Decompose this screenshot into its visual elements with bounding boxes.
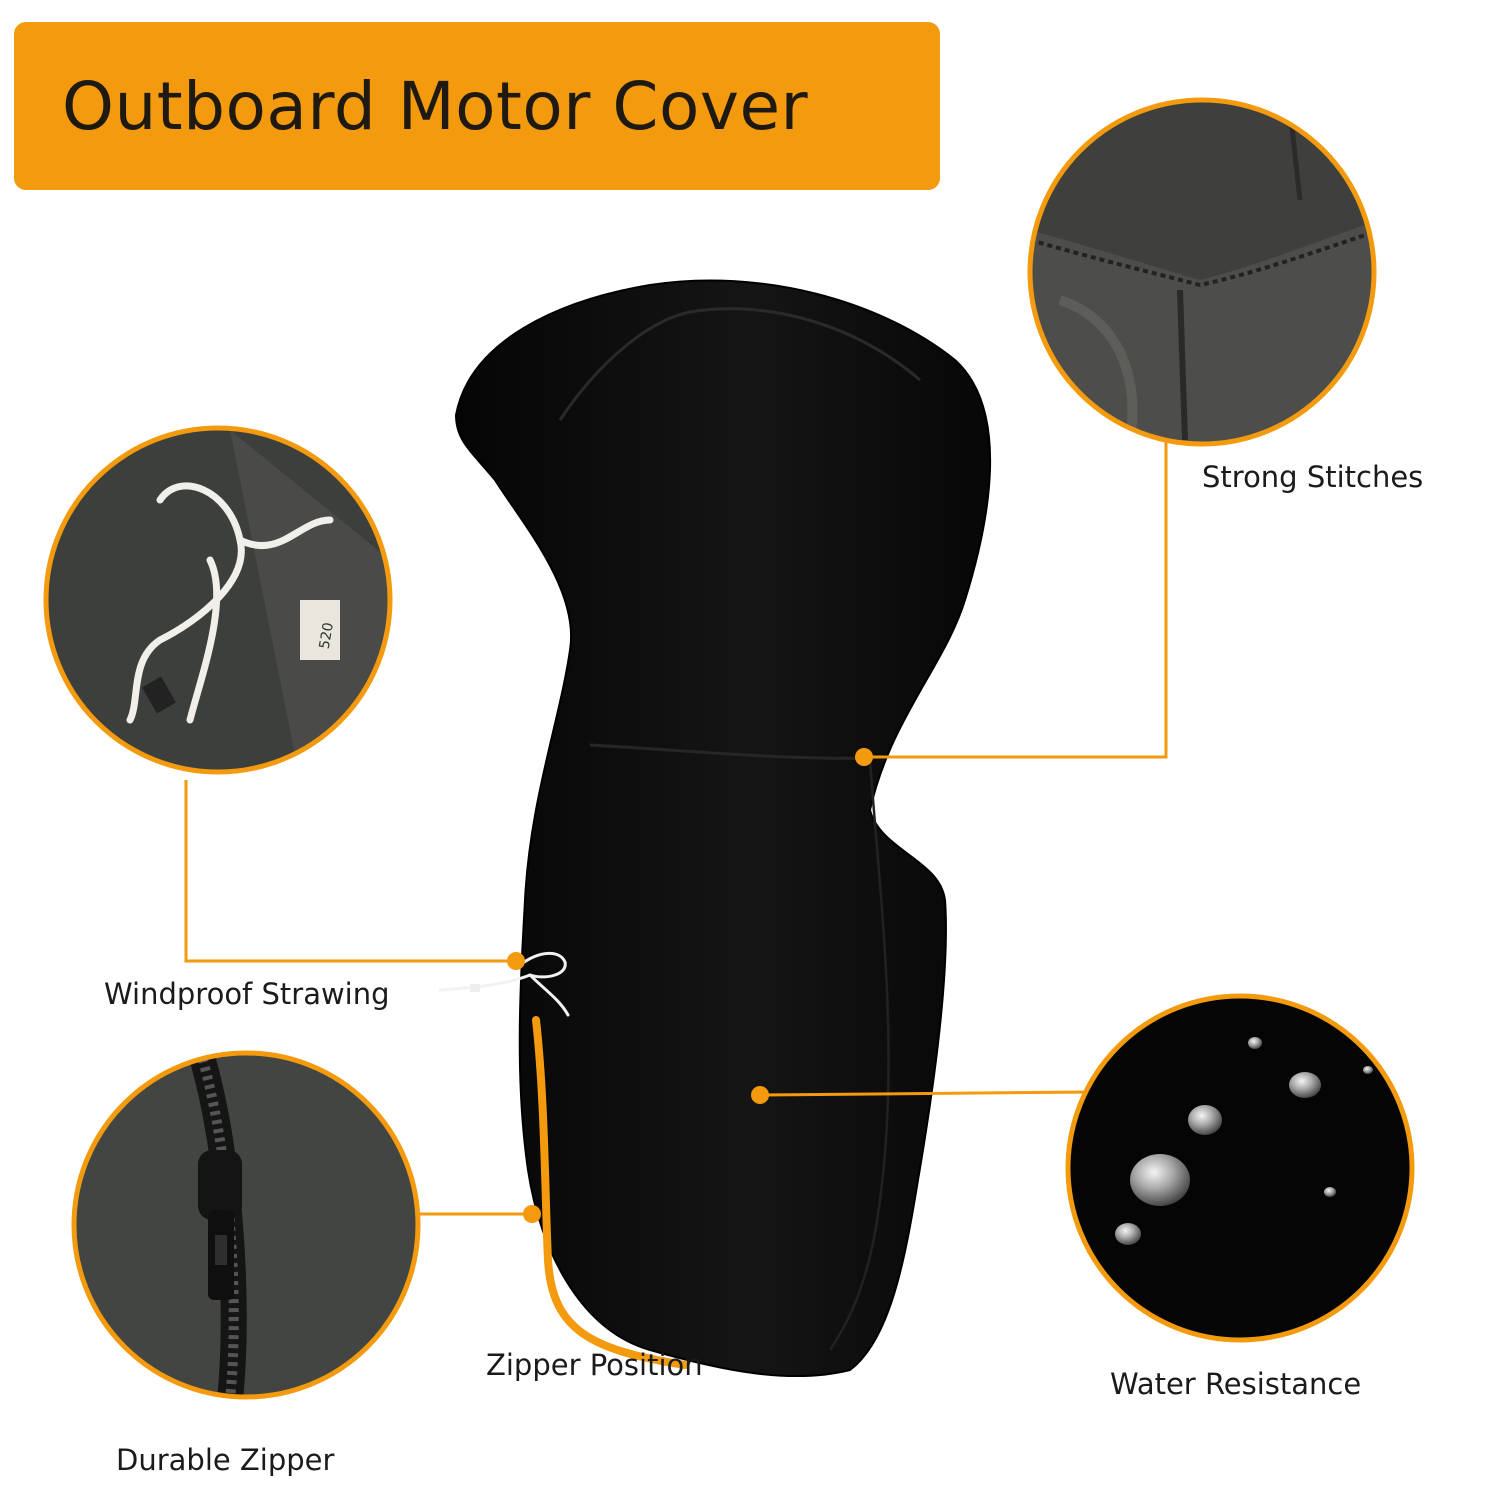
label-windproof-strawing: Windproof Strawing	[104, 977, 390, 1011]
callout-connectors	[184, 440, 1168, 1216]
title-banner: Outboard Motor Cover	[14, 22, 940, 190]
motor-cover-image	[438, 279, 992, 1378]
zipper-path-line	[532, 1016, 689, 1369]
page-title: Outboard Motor Cover	[62, 67, 809, 145]
label-zipper-position: Zipper Position	[486, 1348, 703, 1382]
water-droplets-closeup-image	[1065, 993, 1415, 1343]
label-strong-stitches: Strong Stitches	[1202, 460, 1424, 494]
stitches-closeup-image	[1027, 97, 1377, 447]
drawstring-closeup-image: 520	[43, 425, 393, 775]
zipper-closeup-image	[71, 1050, 421, 1400]
label-water-resistance: Water Resistance	[1110, 1367, 1362, 1401]
label-durable-zipper: Durable Zipper	[116, 1443, 335, 1477]
size-tag-text: 520	[317, 621, 337, 650]
callout-dots	[507, 748, 873, 1223]
